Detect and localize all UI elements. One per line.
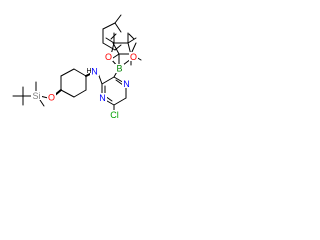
atom-chlorine: Cl xyxy=(110,110,119,120)
atom-amine-h: H xyxy=(86,68,91,75)
atom-amine-n: N xyxy=(91,67,98,77)
bond-b-c5 xyxy=(114,22,122,33)
cyclohexane-ring xyxy=(60,68,87,98)
atom-ether-oxygen: O xyxy=(48,93,55,103)
atom-oxygen-top: O xyxy=(105,52,112,62)
molecule-structure: O O B N H N N Cl O Si xyxy=(12,14,142,120)
atom-boron: B xyxy=(116,64,122,74)
atom-labels: O O B N H N N Cl O Si xyxy=(31,52,138,120)
bond-pyr-5 xyxy=(114,44,122,51)
bond-pyr-2 xyxy=(114,14,122,24)
atom-silicon: Si xyxy=(32,91,40,101)
bond-o-b-bottom xyxy=(128,33,135,40)
atom-pyrimidine-n-bottom: N xyxy=(99,93,106,103)
atom-oxygen-bottom: O xyxy=(130,52,137,62)
bond-pyr-1 xyxy=(102,22,116,30)
linkage-bonds xyxy=(12,67,120,114)
bond-si-me-2 xyxy=(39,99,45,107)
atom-pyrimidine-n-top: N xyxy=(123,79,130,89)
